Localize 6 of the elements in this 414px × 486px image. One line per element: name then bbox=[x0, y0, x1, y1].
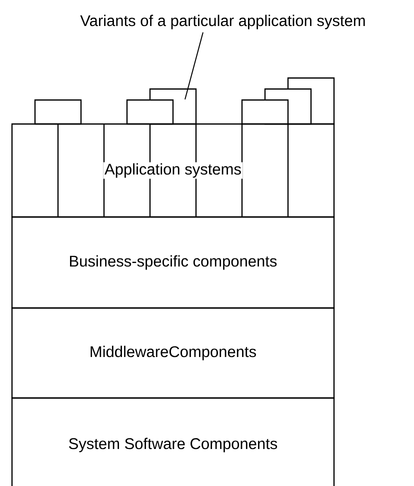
leader-line bbox=[184, 32, 204, 100]
layer-box: System Software Components bbox=[11, 397, 335, 486]
callout-label: Variants of a particular application system bbox=[80, 14, 365, 30]
layer-box: Application systems bbox=[11, 123, 335, 218]
layer-box: MiddlewareComponents bbox=[11, 307, 335, 399]
layer-box: Business-specific components bbox=[11, 216, 335, 309]
